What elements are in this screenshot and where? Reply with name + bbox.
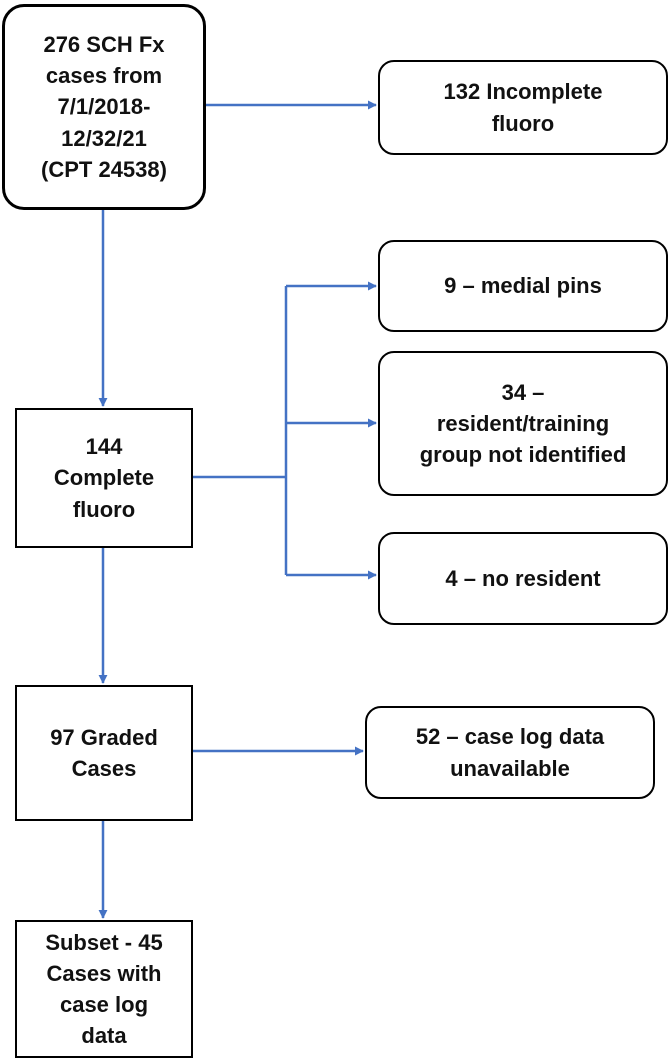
subset-case-log-box: Subset - 45 Cases with case log data [15,920,193,1058]
incomplete-fluoro-box: 132 Incomplete fluoro [378,60,668,155]
resident-not-identified-box: 34 – resident/training group not identif… [378,351,668,496]
start-cases-box: 276 SCH Fx cases from 7/1/2018- 12/32/21… [2,4,206,210]
graded-cases-box: 97 Graded Cases [15,685,193,821]
complete-fluoro-box: 144 Complete fluoro [15,408,193,548]
no-resident-box: 4 – no resident [378,532,668,625]
medial-pins-box: 9 – medial pins [378,240,668,332]
case-log-unavailable-box: 52 – case log data unavailable [365,706,655,799]
